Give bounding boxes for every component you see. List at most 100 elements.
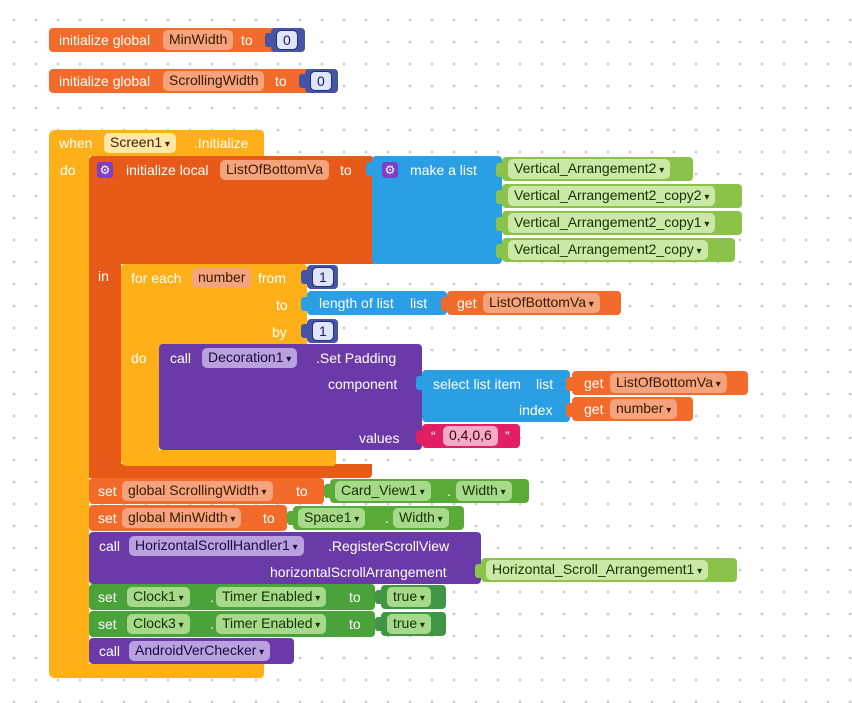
boolean-dropdown[interactable]: true — [387, 587, 431, 607]
when-label: when — [59, 135, 93, 151]
input-connector — [299, 74, 305, 88]
quote-open: “ — [431, 428, 436, 444]
global-var-name[interactable]: MinWidth — [163, 30, 234, 50]
input-connector — [301, 270, 307, 284]
text-value[interactable]: 0,4,0,6 — [443, 426, 498, 446]
component-block[interactable]: Vertical_Arrangement2_copy1 — [502, 211, 742, 235]
android-ver-checker-call-block[interactable]: call AndroidVerChecker — [89, 638, 294, 664]
set-label: set — [98, 616, 117, 632]
set-var-dropdown[interactable]: global MinWidth — [122, 508, 242, 528]
for-each-left-bar — [121, 344, 159, 466]
make-a-list-block[interactable]: ⚙ make a list — [372, 156, 502, 264]
list-item-dropdown[interactable]: Vertical_Arrangement2 — [508, 159, 671, 179]
boolean-block[interactable]: true — [381, 585, 446, 609]
component-dropdown[interactable]: Card_View1 — [335, 481, 431, 501]
number-value[interactable]: 0 — [276, 30, 298, 50]
screen-component-dropdown[interactable]: Screen1 — [104, 133, 176, 153]
dot: . — [210, 589, 214, 605]
make-a-list-label: make a list — [410, 162, 477, 178]
component-arg-label: component — [328, 376, 398, 392]
register-scroll-call-block[interactable]: call HorizontalScrollHandler1 .RegisterS… — [89, 532, 481, 584]
get-var-dropdown[interactable]: ListOfBottomVa — [610, 373, 727, 393]
select-list-item-block[interactable]: select list item list index — [422, 370, 570, 422]
get-label: get — [584, 401, 604, 417]
property-dropdown[interactable]: Width — [393, 508, 449, 528]
by-value[interactable]: 1 — [312, 321, 334, 341]
number-block[interactable]: 0 — [305, 69, 338, 93]
get-block[interactable]: get number — [572, 397, 693, 421]
to-label: to — [349, 616, 361, 632]
select-list-item-label: select list item — [433, 376, 521, 392]
local-var-name[interactable]: ListOfBottomVa — [220, 160, 330, 180]
set-clock1-block[interactable]: set Clock1 . Timer Enabled to — [89, 584, 375, 610]
component-dropdown[interactable]: AndroidVerChecker — [129, 641, 271, 661]
number-block[interactable]: 1 — [307, 265, 338, 289]
global-var-name[interactable]: ScrollingWidth — [163, 71, 265, 91]
component-dropdown[interactable]: Clock1 — [127, 587, 190, 607]
call-label: call — [99, 643, 121, 659]
input-connector — [496, 217, 502, 231]
component-dropdown[interactable]: HorizontalScrollHandler1 — [129, 536, 304, 556]
set-min-width-block[interactable]: set global MinWidth to — [89, 505, 287, 531]
component-dropdown[interactable]: Horizontal_Scroll_Arrangement1 — [486, 560, 709, 580]
number-block[interactable]: 0 — [271, 28, 305, 52]
length-of-list-block[interactable]: length of list list — [307, 291, 447, 315]
input-connector — [287, 511, 293, 525]
component-getter-block[interactable]: Card_View1 . Width — [330, 479, 529, 503]
component-dropdown[interactable]: Space1 — [298, 508, 366, 528]
number-value[interactable]: 0 — [310, 71, 332, 91]
by-label: by — [272, 324, 287, 340]
component-dropdown[interactable]: Clock3 — [127, 614, 190, 634]
input-connector — [475, 564, 481, 578]
list-item-dropdown[interactable]: Vertical_Arrangement2_copy1 — [508, 213, 716, 233]
component-getter-block[interactable]: Space1 . Width — [293, 506, 464, 530]
set-clock3-block[interactable]: set Clock3 . Timer Enabled to — [89, 611, 375, 637]
set-var-dropdown[interactable]: global ScrollingWidth — [122, 481, 273, 501]
boolean-dropdown[interactable]: true — [387, 614, 431, 634]
set-label: set — [98, 483, 117, 499]
global-min-width-block[interactable]: initialize global MinWidth to 0 — [49, 28, 305, 52]
get-block[interactable]: get ListOfBottomVa — [447, 291, 621, 315]
loop-var-name[interactable]: number — [192, 268, 252, 288]
input-connector — [301, 297, 307, 311]
to-label: to — [340, 162, 352, 178]
input-connector — [375, 617, 381, 631]
property-dropdown[interactable]: Timer Enabled — [216, 587, 327, 607]
input-connector — [496, 244, 502, 258]
local-init-block[interactable]: ⚙ initialize local ListOfBottomVa to — [89, 156, 374, 264]
component-block[interactable]: Horizontal_Scroll_Arrangement1 — [481, 558, 737, 582]
input-connector — [324, 484, 330, 498]
initialize-global-label: initialize global — [59, 73, 151, 89]
property-dropdown[interactable]: Width — [456, 481, 512, 501]
list-label: list — [536, 376, 554, 392]
for-each-block[interactable]: for each number from to by — [121, 264, 307, 346]
property-dropdown[interactable]: Timer Enabled — [216, 614, 327, 634]
list-item-dropdown[interactable]: Vertical_Arrangement2_copy — [508, 240, 708, 260]
input-connector — [416, 376, 422, 390]
component-dropdown[interactable]: Decoration1 — [202, 348, 298, 368]
boolean-block[interactable]: true — [381, 612, 446, 636]
to-label: to — [349, 589, 361, 605]
when-event-footer — [49, 664, 264, 678]
list-label: list — [410, 295, 428, 311]
list-item-dropdown[interactable]: Vertical_Arrangement2_copy2 — [508, 186, 716, 206]
component-block[interactable]: Vertical_Arrangement2_copy2 — [502, 184, 742, 208]
text-string-block[interactable]: “ 0,4,0,6 ” — [422, 424, 520, 448]
get-var-dropdown[interactable]: ListOfBottomVa — [483, 293, 600, 313]
from-value[interactable]: 1 — [312, 267, 334, 287]
local-init-left-bar — [89, 260, 121, 474]
number-block[interactable]: 1 — [307, 319, 338, 343]
gear-icon[interactable]: ⚙ — [382, 162, 398, 178]
get-block[interactable]: get ListOfBottomVa — [572, 371, 748, 395]
gear-icon[interactable]: ⚙ — [97, 162, 113, 178]
input-connector — [566, 403, 572, 417]
set-padding-call-block[interactable]: call Decoration1 .Set Padding component … — [159, 344, 422, 450]
component-block[interactable]: Vertical_Arrangement2 — [502, 157, 693, 181]
set-scrolling-width-block[interactable]: set global ScrollingWidth to — [89, 478, 324, 504]
component-block[interactable]: Vertical_Arrangement2_copy — [502, 238, 735, 262]
set-label: set — [98, 510, 117, 526]
global-scrolling-width-block[interactable]: initialize global ScrollingWidth to 0 — [49, 69, 338, 93]
get-var-dropdown[interactable]: number — [610, 399, 678, 419]
when-event-header[interactable]: when Screen1 .Initialize — [49, 130, 264, 156]
set-label: set — [98, 589, 117, 605]
